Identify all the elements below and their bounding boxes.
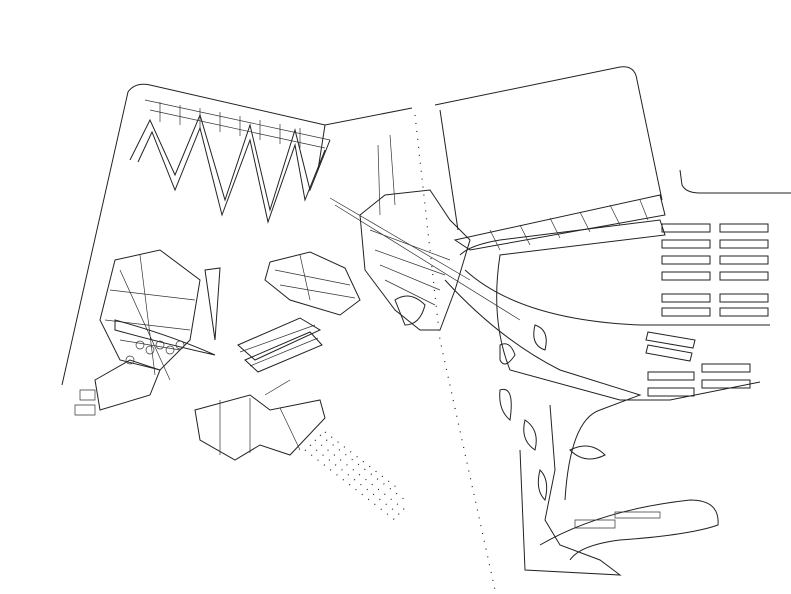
left-cluster [74,249,221,416]
dotted-axis-line [414,114,496,591]
main-road [444,219,770,501]
stepped-bars [304,431,406,521]
lower-right-park [499,324,719,576]
right-plaza-block [434,66,791,231]
center-left-cluster [194,251,361,461]
left-site-boundary [61,83,413,386]
right-diagonal-strip [453,194,666,251]
zigzag-building [129,99,331,224]
parking-rows [645,223,769,397]
